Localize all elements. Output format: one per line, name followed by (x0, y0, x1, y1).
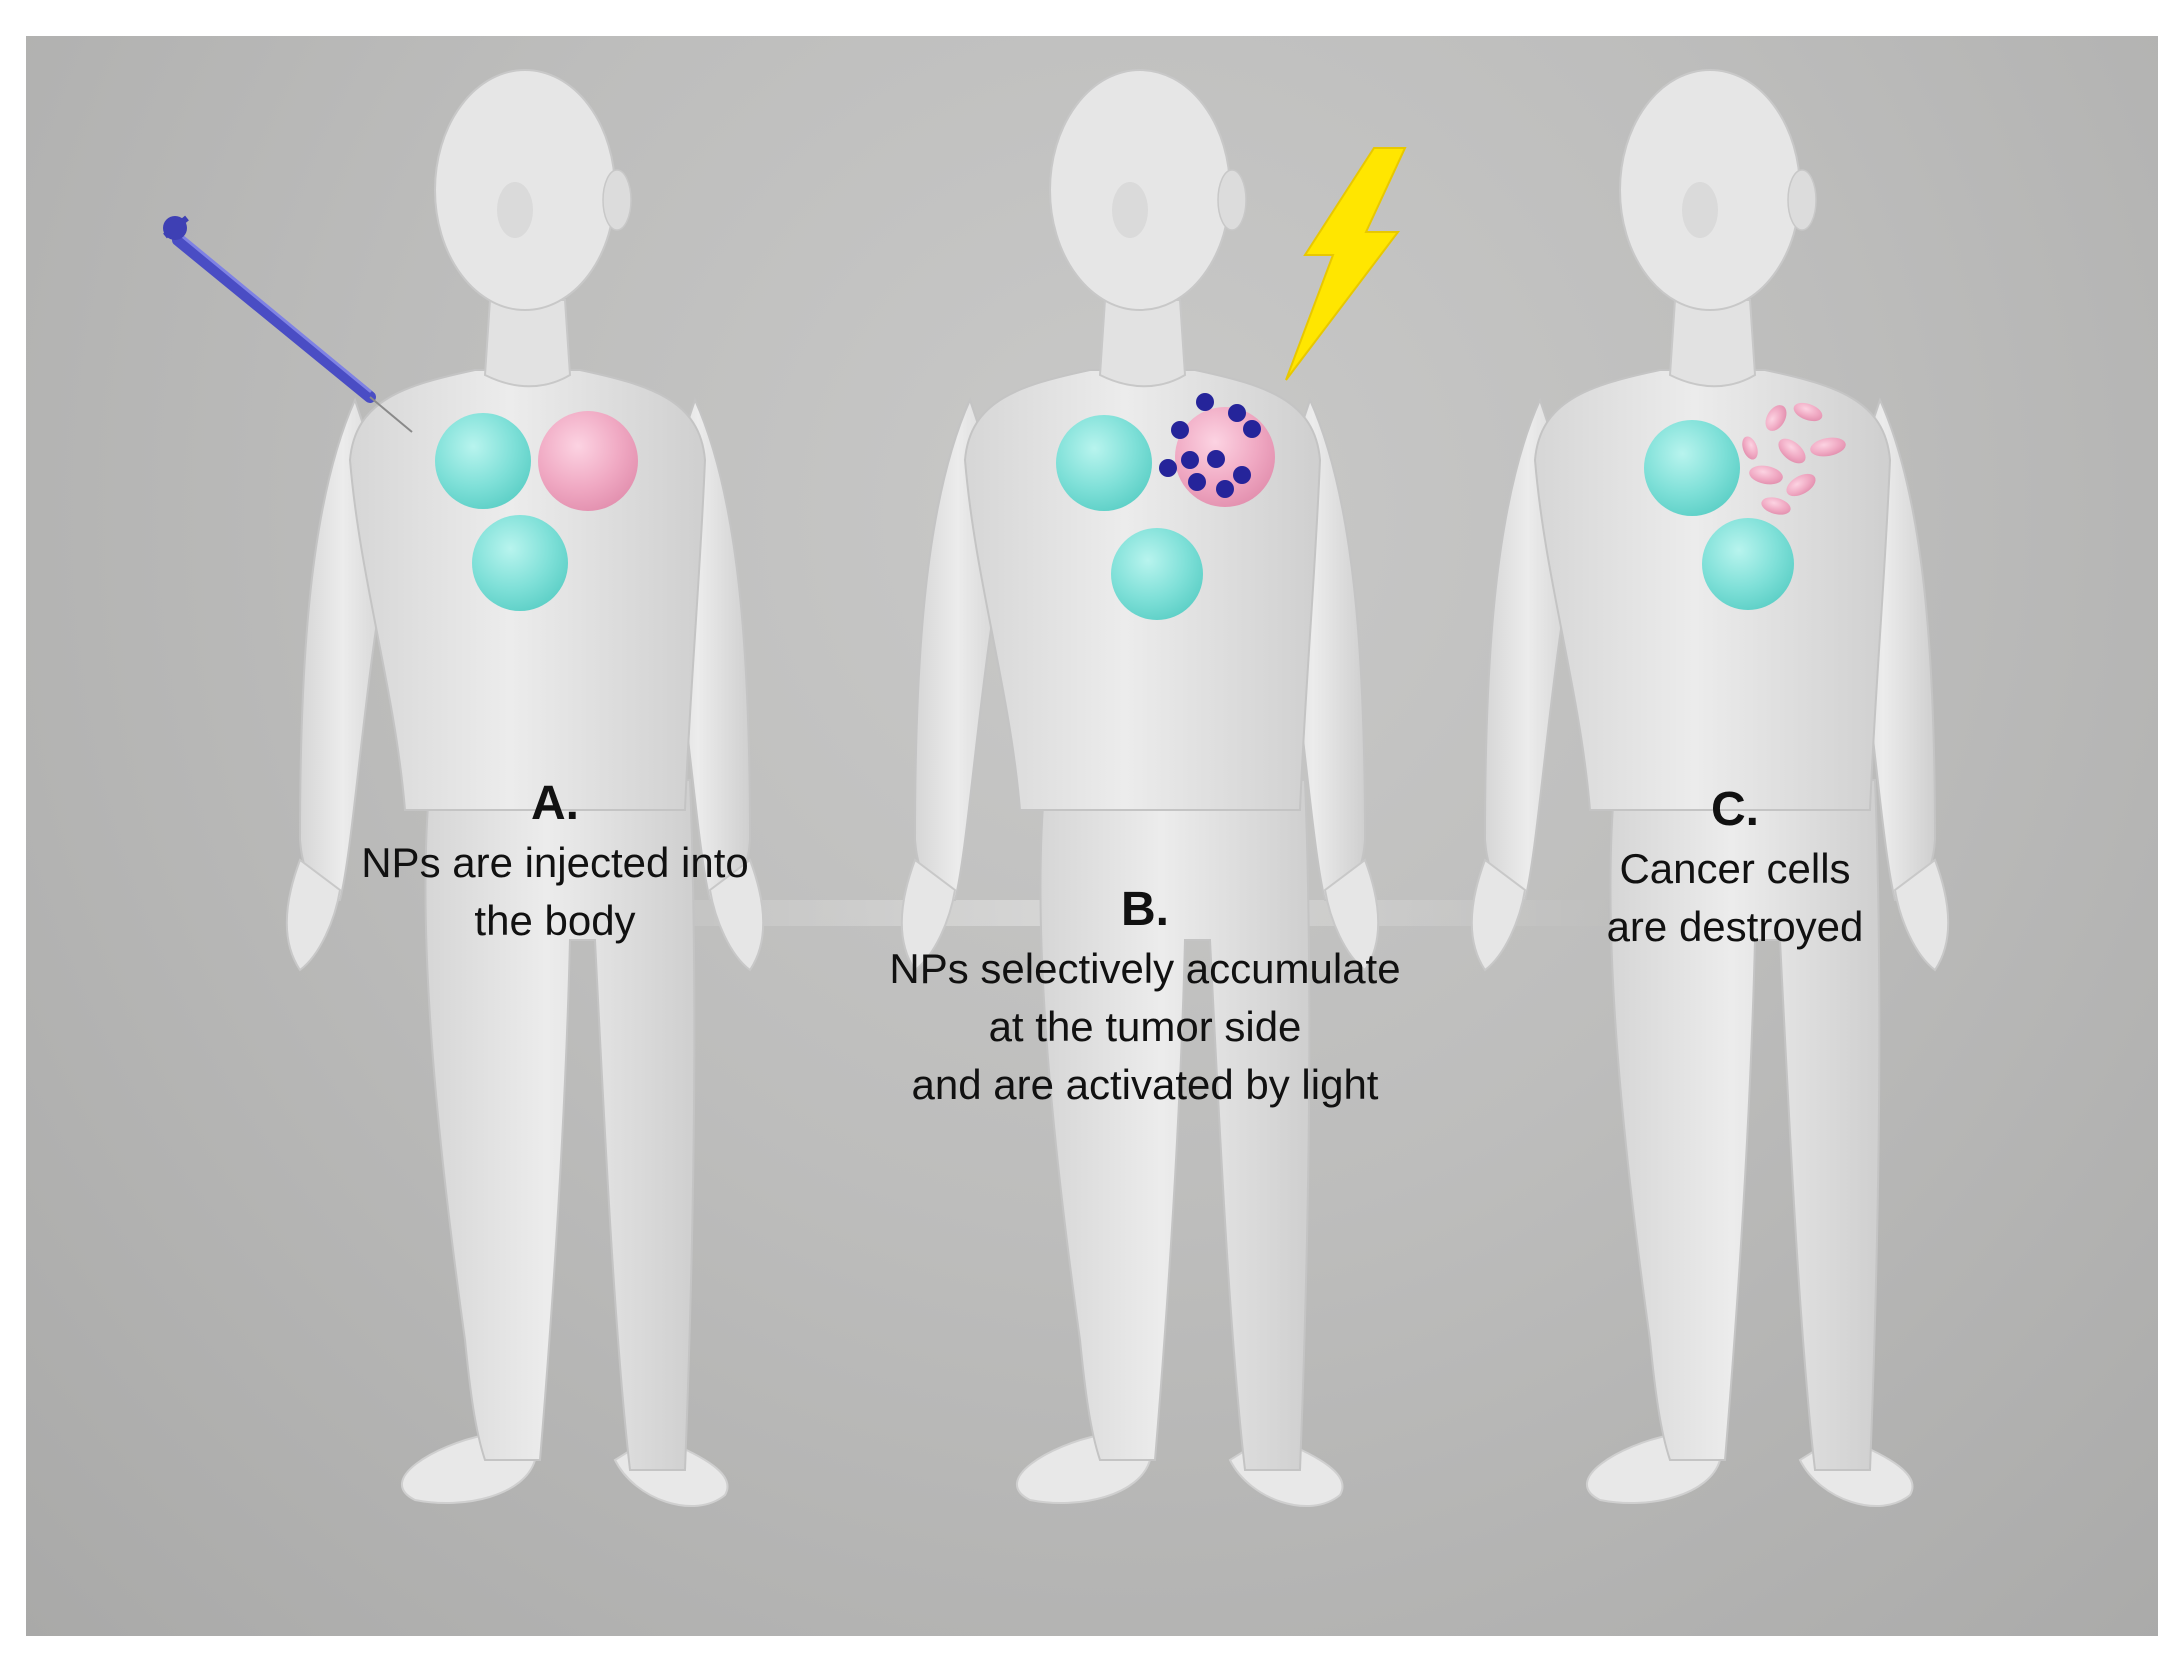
healthy-cell (435, 413, 531, 509)
syringe-icon (163, 215, 413, 433)
figure-c (1470, 69, 1950, 1508)
lightning-icon (1285, 147, 1407, 381)
healthy-cell (1111, 528, 1203, 620)
destroyed-cell-fragments (1742, 402, 1846, 515)
panel-letter: B. (1121, 883, 1169, 936)
figure-a (285, 69, 765, 1508)
caption-line: and are activated by light (911, 1061, 1379, 1108)
caption-a: A. NPs are injected into the body (290, 774, 820, 950)
caption-line: at the tumor side (988, 1003, 1302, 1050)
figure-b (900, 69, 1380, 1508)
human-figure-b (900, 69, 1380, 1508)
caption-line: NPs are injected into (361, 839, 749, 886)
tumor-cell (538, 411, 638, 511)
panel-letter: C. (1711, 783, 1759, 836)
nanoparticles (1159, 393, 1261, 498)
caption-c: C. Cancer cells are destroyed (1540, 780, 1930, 956)
caption-line: are destroyed (1606, 903, 1864, 950)
caption-line: NPs selectively accumulate (889, 945, 1401, 992)
caption-b: B. NPs selectively accumulate at the tum… (820, 880, 1470, 1114)
panel-letter: A. (531, 777, 579, 830)
caption-line: the body (474, 897, 636, 944)
caption-line: Cancer cells (1619, 845, 1851, 892)
healthy-cell (1702, 518, 1794, 610)
healthy-cell (1056, 415, 1152, 511)
healthy-cell (1644, 420, 1740, 516)
healthy-cell (472, 515, 568, 611)
